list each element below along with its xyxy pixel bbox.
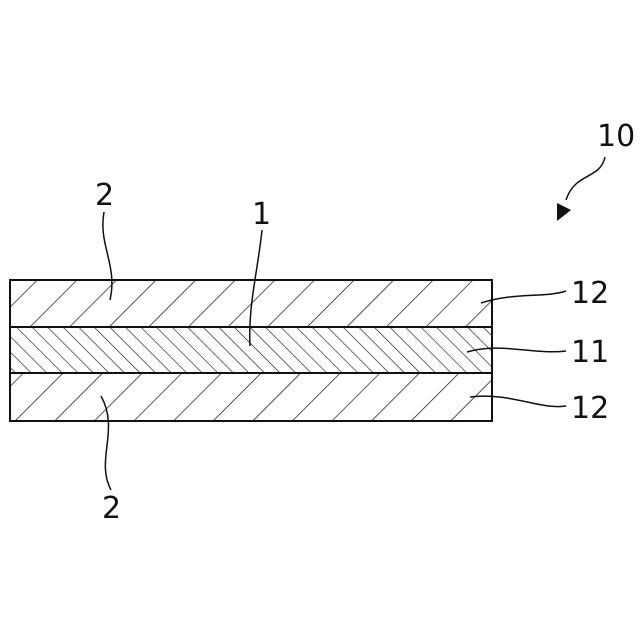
core-layer-side-label: 11 bbox=[571, 335, 609, 370]
assembly-ref-arrowhead bbox=[557, 203, 571, 221]
bottom-layer-hatch-label: 2 bbox=[102, 491, 121, 526]
core-layer bbox=[10, 327, 492, 373]
assembly-ref-label: 10 bbox=[597, 119, 635, 154]
bottom-layer-side-label: 12 bbox=[571, 391, 609, 426]
top-layer-hatch-label: 2 bbox=[95, 178, 114, 213]
core-layer-hatch-label: 1 bbox=[252, 197, 271, 232]
top-layer-side-label: 12 bbox=[571, 276, 609, 311]
top-layer-side-leader bbox=[481, 291, 566, 303]
assembly-ref-leader bbox=[566, 157, 605, 200]
bottom-outer-layer bbox=[10, 373, 492, 421]
